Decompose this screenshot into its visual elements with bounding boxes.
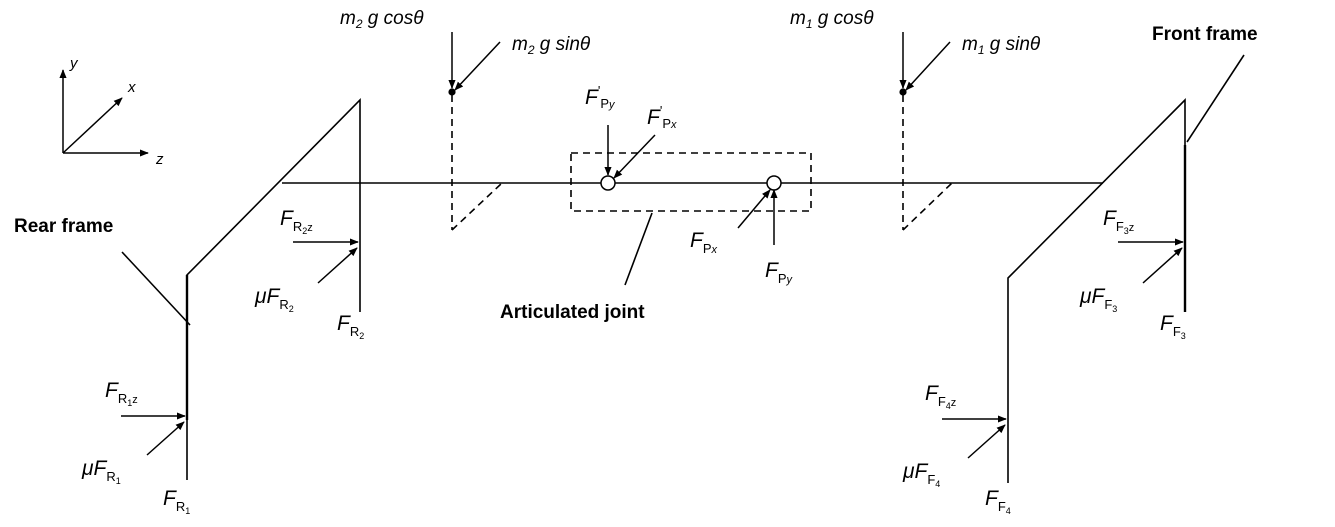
rear-gravity-dashed-diagonal (451, 182, 503, 231)
f-f4-label: FF4 (985, 487, 1011, 516)
mu-f-f3-label: μFF3 (1079, 285, 1117, 314)
rear-sin-load-label: m2 g sinθ (512, 34, 591, 57)
front-frame-structure: Front frame (1007, 24, 1258, 423)
front-wheel-3-forces: FF3z μFF3 FF3 (1079, 207, 1186, 341)
rear-cos-load-label: m2 g cosθ (340, 8, 424, 31)
f-f4z-label: FF4z (925, 382, 956, 411)
rear-sin-load-arrow (454, 41, 501, 91)
front-frame-leader (1186, 54, 1245, 143)
f-r1-label: FR1 (163, 487, 190, 516)
f-f3z-label: FF3z (1103, 207, 1134, 236)
rear-mass-center-dot (448, 88, 456, 96)
f-prime-px-label: F'Px (647, 103, 677, 131)
mu-f-f3-arrow (1142, 247, 1183, 284)
mu-f-r1-label: μFR1 (81, 457, 121, 486)
f-py-label: FPy (765, 259, 794, 286)
x-axis-arrow (62, 97, 123, 154)
articulated-joint-label: Articulated joint (500, 302, 645, 323)
f-prime-px-arrow (613, 134, 656, 179)
articulated-joint-leader (624, 212, 653, 286)
f-prime-py-label: F'Py (585, 83, 616, 111)
mu-f-r2-arrow (317, 247, 358, 284)
coordinate-axes: y x z (59, 55, 164, 168)
f-px-label: FPx (690, 229, 718, 256)
x-axis-label: x (127, 79, 136, 96)
rear-frame-label: Rear frame (14, 216, 113, 237)
front-frame-label: Front frame (1152, 24, 1258, 45)
rear-gravity-load: m2 g cosθ m2 g sinθ (340, 8, 591, 231)
z-axis-label: z (155, 151, 164, 168)
mu-f-r1-arrow (146, 421, 185, 456)
mu-f-f4-arrow (967, 424, 1006, 459)
f-r1z-label: FR1z (105, 379, 138, 408)
front-sin-load-label: m1 g sinθ (962, 34, 1041, 57)
front-sin-load-arrow (905, 41, 951, 91)
f-f3-label: FF3 (1160, 312, 1186, 341)
y-axis-label: y (69, 55, 79, 72)
front-wheel-4-forces: FF4z μFF4 FF4 (902, 382, 1011, 516)
front-frame-outline (1007, 98, 1186, 423)
f-r2z-label: FR2z (280, 207, 313, 236)
front-cos-load-label: m1 g cosθ (790, 8, 874, 31)
mu-f-r2-label: μFR2 (254, 285, 294, 314)
joint-pin-right (766, 175, 782, 191)
front-mass-center-dot (899, 88, 907, 96)
articulated-joint: Articulated joint F'Py F'Px FPx FPy (500, 83, 812, 323)
rear-wheel-2-forces: FR2z μFR2 FR2 (254, 207, 364, 341)
joint-pin-left (600, 175, 616, 191)
articulated-joint-box (570, 152, 812, 212)
front-gravity-dashed-diagonal (902, 182, 953, 231)
f-px-arrow (737, 189, 771, 229)
f-r2-label: FR2 (337, 312, 364, 341)
rear-frame-structure: Rear frame (14, 98, 361, 420)
rear-wheel-1-forces: FR1z μFR1 FR1 (81, 379, 190, 516)
front-gravity-load: m1 g cosθ m1 g sinθ (790, 8, 1041, 231)
rear-frame-leader (121, 251, 191, 326)
rear-frame-outline (186, 98, 361, 420)
mu-f-f4-label: μFF4 (902, 460, 940, 489)
